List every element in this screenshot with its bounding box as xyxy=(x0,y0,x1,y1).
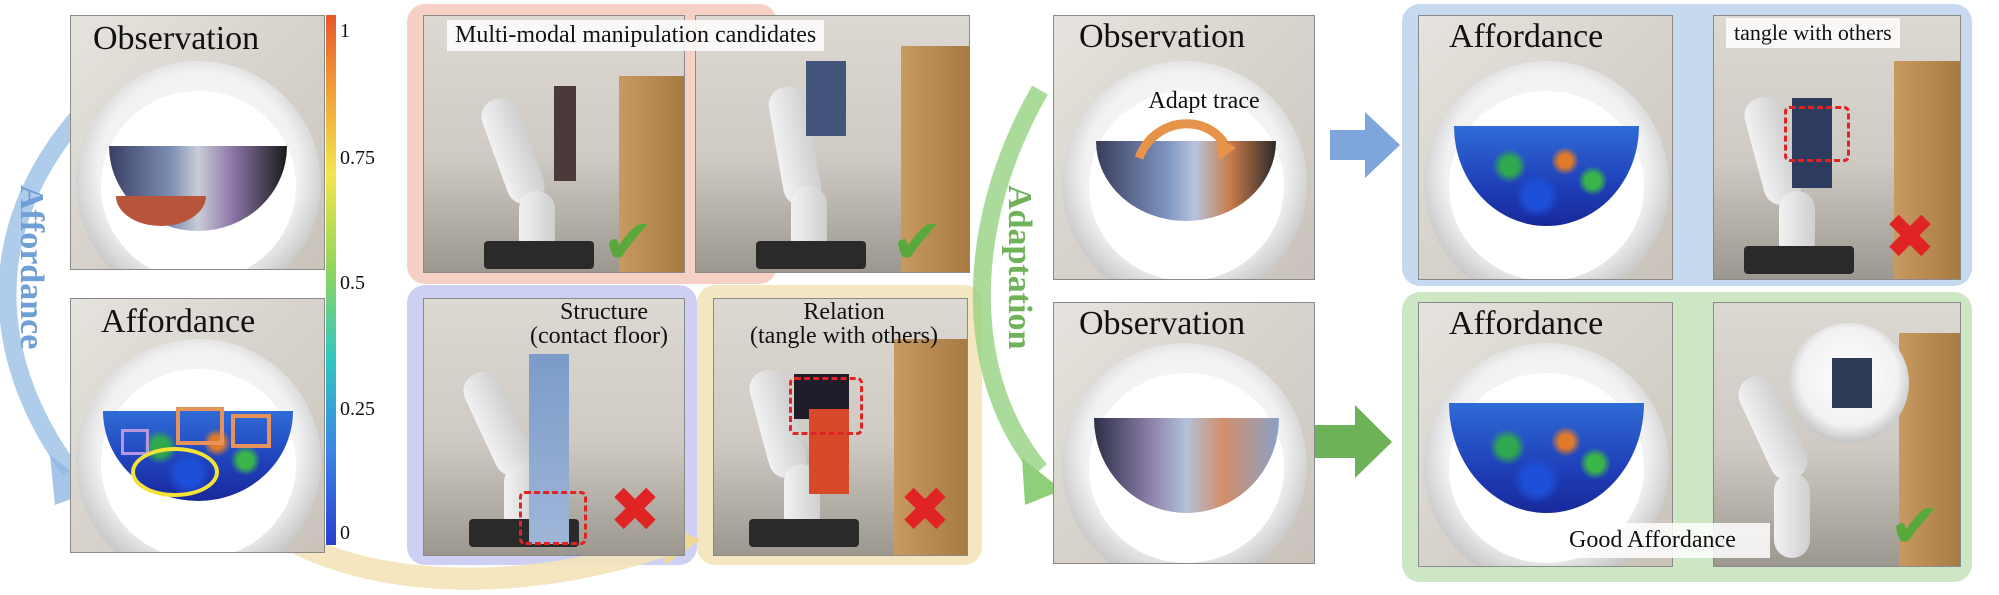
candidate-box-orange-2 xyxy=(231,414,271,448)
blue-right-arrow-icon xyxy=(1330,112,1400,178)
tangle-with-others-label: tangle with others xyxy=(1726,18,1900,48)
tangled-cloth-red xyxy=(809,409,849,494)
grasped-cloth xyxy=(806,61,846,136)
cross-icon: ✖ xyxy=(1884,200,1936,273)
tangle-box xyxy=(789,377,863,435)
colorbar-tick-1: 1 xyxy=(340,20,350,42)
right-tangle-panel: ✖ tangle with others xyxy=(1713,15,1961,280)
affordance-arc-label: Affordance xyxy=(13,185,50,350)
adapt-observation-bottom-title: Observation xyxy=(1079,305,1246,342)
colorbar-tick-0.75: 0.75 xyxy=(340,147,375,169)
tangled-cloth xyxy=(1792,98,1832,188)
relation-failure-panel: ✖ Relation (tangle with others) xyxy=(713,298,968,556)
candidate-panel-1: ✔ xyxy=(423,15,685,273)
candidate-box-orange-1 xyxy=(176,407,224,445)
colorbar xyxy=(326,15,336,545)
left-observation-title: Observation xyxy=(93,20,260,57)
good-affordance-label: Good Affordance xyxy=(1535,523,1770,558)
green-right-arrow-icon xyxy=(1315,405,1392,478)
right-affordance-top-title: Affordance xyxy=(1449,18,1604,55)
candidates-header: Multi-modal manipulation candidates xyxy=(447,20,825,51)
hanging-cloth xyxy=(529,354,569,544)
cross-icon: ✖ xyxy=(899,473,951,546)
adaptation-arc-label: Adaptation xyxy=(1001,185,1038,350)
colorbar-tick-0.5: 0.5 xyxy=(340,272,365,294)
adapt-observation-bottom-panel: Observation xyxy=(1053,302,1315,564)
structure-failure-panel: ✖ Structure (contact floor) xyxy=(423,298,685,556)
adaptation-arc-head xyxy=(1022,458,1062,505)
grasped-cloth xyxy=(554,86,576,181)
right-affordance-top-panel: Affordance xyxy=(1418,15,1673,280)
check-icon: ✔ xyxy=(1889,489,1941,562)
adapt-trace-arrow-icon xyxy=(1134,119,1236,160)
contact-floor-box xyxy=(519,491,587,545)
check-icon: ✔ xyxy=(891,205,943,273)
colorbar-tick-0: 0 xyxy=(340,522,350,544)
robot-arm xyxy=(464,92,604,269)
check-icon: ✔ xyxy=(602,205,654,273)
adapt-observation-top-title: Observation xyxy=(1079,18,1246,55)
tangle-box xyxy=(1784,106,1850,162)
left-affordance-title: Affordance xyxy=(101,303,256,340)
candidate-box-purple xyxy=(121,429,149,455)
left-affordance-panel: Affordance xyxy=(70,298,325,553)
left-observation-panel: Observation xyxy=(70,15,325,270)
adapt-trace-label: Adapt trace xyxy=(1148,88,1260,114)
grasped-cloth xyxy=(1832,358,1872,408)
relation-label-line1: Relation xyxy=(803,299,885,325)
structure-label-line1: Structure xyxy=(560,299,648,325)
colorbar-tick-0.25: 0.25 xyxy=(340,398,375,420)
relation-label-line2: (tangle with others) xyxy=(750,323,938,349)
adaptation-arc xyxy=(972,85,1048,476)
right-affordance-bottom-title: Affordance xyxy=(1449,305,1604,342)
candidate-panel-2: ✔ xyxy=(695,15,970,273)
affordance-arc xyxy=(0,109,87,476)
cross-icon: ✖ xyxy=(609,473,661,546)
right-good-panel: ✔ xyxy=(1713,302,1961,567)
structure-label-line2: (contact floor) xyxy=(530,323,668,349)
candidate-ellipse-yellow xyxy=(131,447,219,497)
adapt-observation-top-panel: Observation Adapt trace xyxy=(1053,15,1315,280)
